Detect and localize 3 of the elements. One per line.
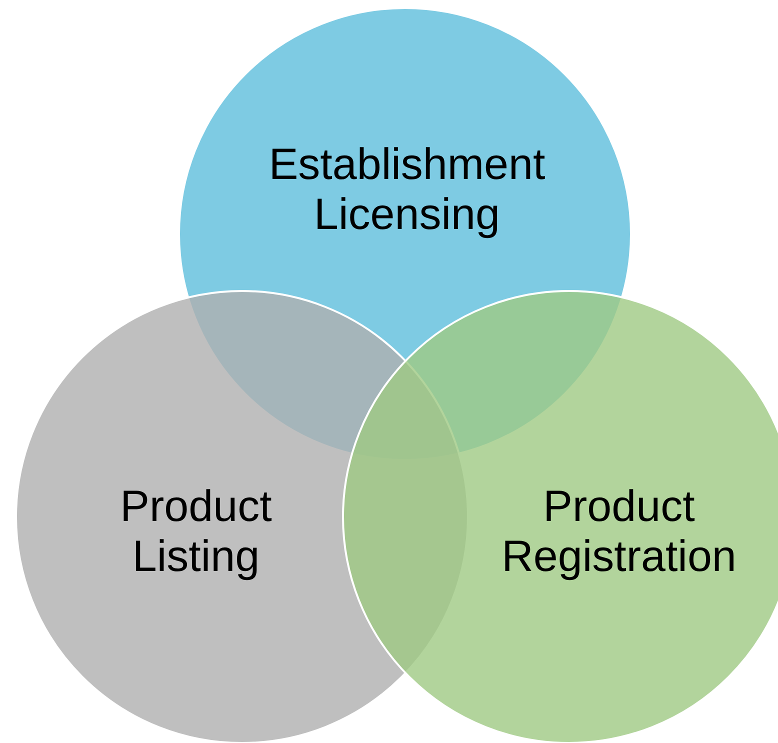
circle-label: Product Registration — [500, 482, 738, 582]
circle-label: Establishment Licensing — [268, 140, 546, 240]
circle-label: Product Listing — [119, 482, 273, 582]
